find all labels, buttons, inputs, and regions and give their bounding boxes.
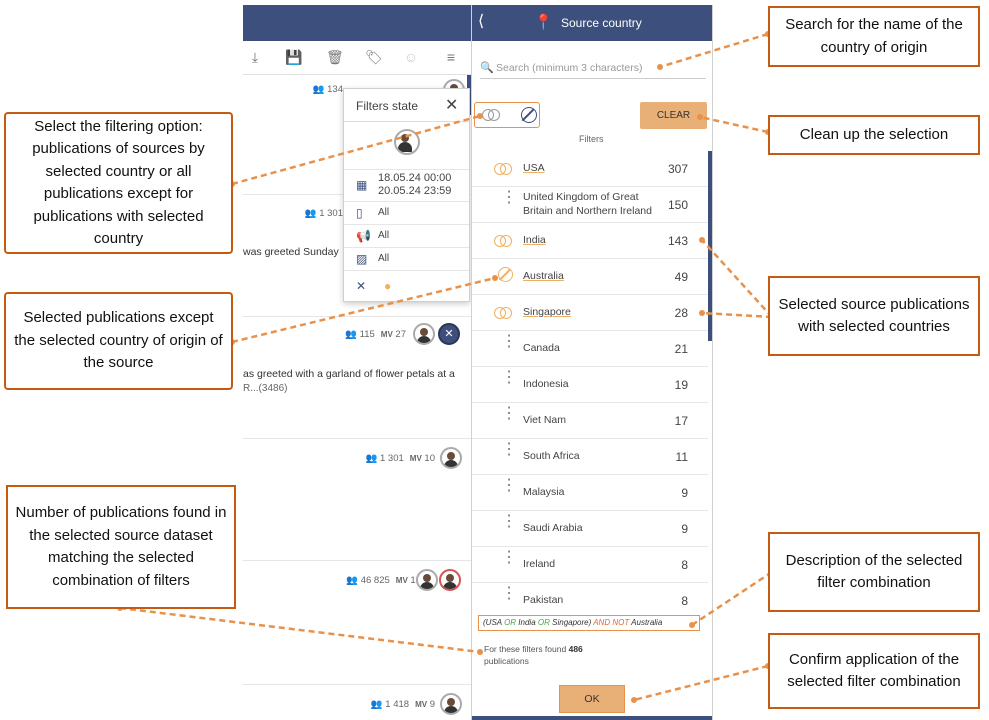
bottom-bar bbox=[472, 716, 712, 720]
callout-search: Search for the name of the country of or… bbox=[768, 6, 980, 67]
country-list: USA 307 ⋮ United Kingdom of Great Britai… bbox=[472, 151, 712, 611]
more-options-icon[interactable]: ⋮ bbox=[501, 189, 517, 206]
country-row-malaysia[interactable]: ⋮ Malaysia 9 bbox=[472, 475, 708, 511]
ok-button[interactable]: OK bbox=[559, 685, 625, 713]
include-icon[interactable] bbox=[494, 307, 512, 319]
reach-count: 👥 134 bbox=[312, 84, 343, 95]
date-range-row: ▦ 18.05.24 00:00 20.05.24 23:59 bbox=[344, 169, 469, 201]
publication-text: was greeted Sunday bbox=[243, 246, 339, 258]
filter-row-media: ▯ All bbox=[344, 201, 469, 224]
callout-filter-option: Select the filtering option: publication… bbox=[4, 112, 233, 254]
reach-count: 👥 1 301 bbox=[304, 208, 343, 219]
globe-icon: ● bbox=[384, 279, 392, 293]
filters-state-popover: Filters state ✕ ▦ 18.05.24 00:00 20.05.2… bbox=[343, 88, 470, 302]
more-options-icon[interactable]: ⋮ bbox=[501, 477, 517, 494]
country-row-saudi-arabia[interactable]: ⋮ Saudi Arabia 9 bbox=[472, 511, 708, 547]
megaphone-icon: 📢 bbox=[356, 229, 371, 243]
filters-state-title: Filters state bbox=[356, 99, 419, 113]
include-icon[interactable] bbox=[494, 163, 512, 175]
country-row-ireland[interactable]: ⋮ Ireland 8 bbox=[472, 547, 708, 583]
filters-label: Filters bbox=[579, 134, 604, 144]
country-row-usa[interactable]: USA 307 bbox=[472, 151, 708, 187]
more-options-icon[interactable]: ⋮ bbox=[501, 333, 517, 350]
callout-description: Description of the selected filter combi… bbox=[768, 532, 980, 612]
filter-row-announce: 📢 All bbox=[344, 224, 469, 247]
collapse-icon[interactable]: ⟨ bbox=[478, 13, 485, 30]
download-icon[interactable]: ⤓ bbox=[251, 49, 259, 65]
satellite-icon: ✕ bbox=[356, 279, 367, 293]
callout-confirm: Confirm application of the selected filt… bbox=[768, 633, 980, 709]
more-options-icon[interactable]: ⋮ bbox=[501, 441, 517, 458]
date-to: 20.05.24 23:59 bbox=[378, 185, 452, 197]
search-placeholder: Search (minimum 3 characters) bbox=[496, 62, 643, 74]
more-options-icon[interactable]: ⋮ bbox=[501, 585, 517, 602]
image-icon: ▨ bbox=[356, 252, 368, 266]
more-options-icon[interactable]: ⋮ bbox=[501, 513, 517, 530]
more-options-icon[interactable]: ⋮ bbox=[501, 549, 517, 566]
filter-row-image: ▨ All bbox=[344, 247, 469, 270]
document-icon: ▯ bbox=[356, 206, 363, 220]
source-type-icon: ✕ bbox=[438, 323, 460, 345]
country-row-canada[interactable]: ⋮ Canada 21 bbox=[472, 331, 708, 367]
more-options-icon[interactable]: ⋮ bbox=[501, 405, 517, 422]
clear-button[interactable]: CLEAR bbox=[640, 102, 707, 129]
panel-title: Source country bbox=[561, 16, 642, 30]
tag-icon[interactable]: 🏷 bbox=[365, 49, 383, 65]
avatar bbox=[440, 447, 462, 469]
filter-icon[interactable]: ≡ bbox=[446, 49, 456, 65]
callout-clean: Clean up the selection bbox=[768, 115, 980, 155]
close-icon[interactable]: ✕ bbox=[445, 97, 459, 114]
search-icon: 🔍 bbox=[480, 62, 494, 74]
avatar bbox=[416, 569, 438, 591]
country-row-viet-nam[interactable]: ⋮ Viet Nam 17 bbox=[472, 403, 708, 439]
source-country-header: ⟨ 📍 Source country bbox=[472, 5, 712, 41]
callout-number-found: Number of publications found in the sele… bbox=[6, 485, 236, 609]
publication-subtext: R...(3486) bbox=[243, 383, 288, 394]
country-row-india[interactable]: India 143 bbox=[472, 223, 708, 259]
avatar bbox=[413, 323, 435, 345]
avatar bbox=[440, 693, 462, 715]
filter-row-source: ✕ ● bbox=[344, 270, 469, 302]
filter-mode-switch bbox=[474, 102, 540, 128]
source-country-panel: ⟨ 📍 Source country 🔍 Search (minimum 3 c… bbox=[471, 5, 713, 720]
exclude-icon[interactable] bbox=[498, 267, 513, 282]
calendar-icon: ▦ bbox=[356, 178, 368, 192]
avatar bbox=[394, 129, 420, 155]
country-row-south-africa[interactable]: ⋮ South Africa 11 bbox=[472, 439, 708, 475]
callout-selected-source: Selected source publications with select… bbox=[768, 276, 980, 356]
country-row-singapore[interactable]: Singapore 28 bbox=[472, 295, 708, 331]
sentiment-icon[interactable]: ☺ bbox=[403, 49, 419, 65]
more-options-icon[interactable]: ⋮ bbox=[501, 369, 517, 386]
found-publications-text: For these filters found 486 publications bbox=[484, 644, 583, 666]
country-search-input[interactable]: 🔍 Search (minimum 3 characters) bbox=[480, 59, 706, 79]
save-icon[interactable]: 💾 bbox=[285, 49, 303, 65]
avatar bbox=[439, 569, 461, 591]
filter-combination-summary: (USA OR India OR Singapore) AND NOT Aust… bbox=[478, 615, 700, 631]
country-row-australia[interactable]: Australia 49 bbox=[472, 259, 708, 295]
publications-header-bar bbox=[243, 5, 471, 41]
country-row-uk[interactable]: ⋮ United Kingdom of Great Britain and No… bbox=[472, 187, 708, 223]
country-row-indonesia[interactable]: ⋮ Indonesia 19 bbox=[472, 367, 708, 403]
country-list-scrollbar[interactable] bbox=[708, 151, 712, 341]
date-from: 18.05.24 00:00 bbox=[378, 172, 452, 184]
country-row-pakistan[interactable]: ⋮ Pakistan 8 bbox=[472, 583, 708, 611]
exclude-mode-icon[interactable] bbox=[521, 107, 537, 123]
divider bbox=[344, 121, 469, 122]
publication-text: as greeted with a garland of flower peta… bbox=[243, 368, 455, 380]
publications-toolbar: ⤓ 💾 🗑 🏷 ☺ ≡ bbox=[243, 41, 471, 75]
include-icon[interactable] bbox=[494, 235, 512, 247]
callout-selected-except: Selected publications except the selecte… bbox=[4, 292, 233, 390]
location-pin-icon: 📍 bbox=[534, 14, 553, 31]
delete-icon[interactable]: 🗑 bbox=[326, 49, 344, 65]
include-mode-icon[interactable] bbox=[482, 109, 500, 121]
